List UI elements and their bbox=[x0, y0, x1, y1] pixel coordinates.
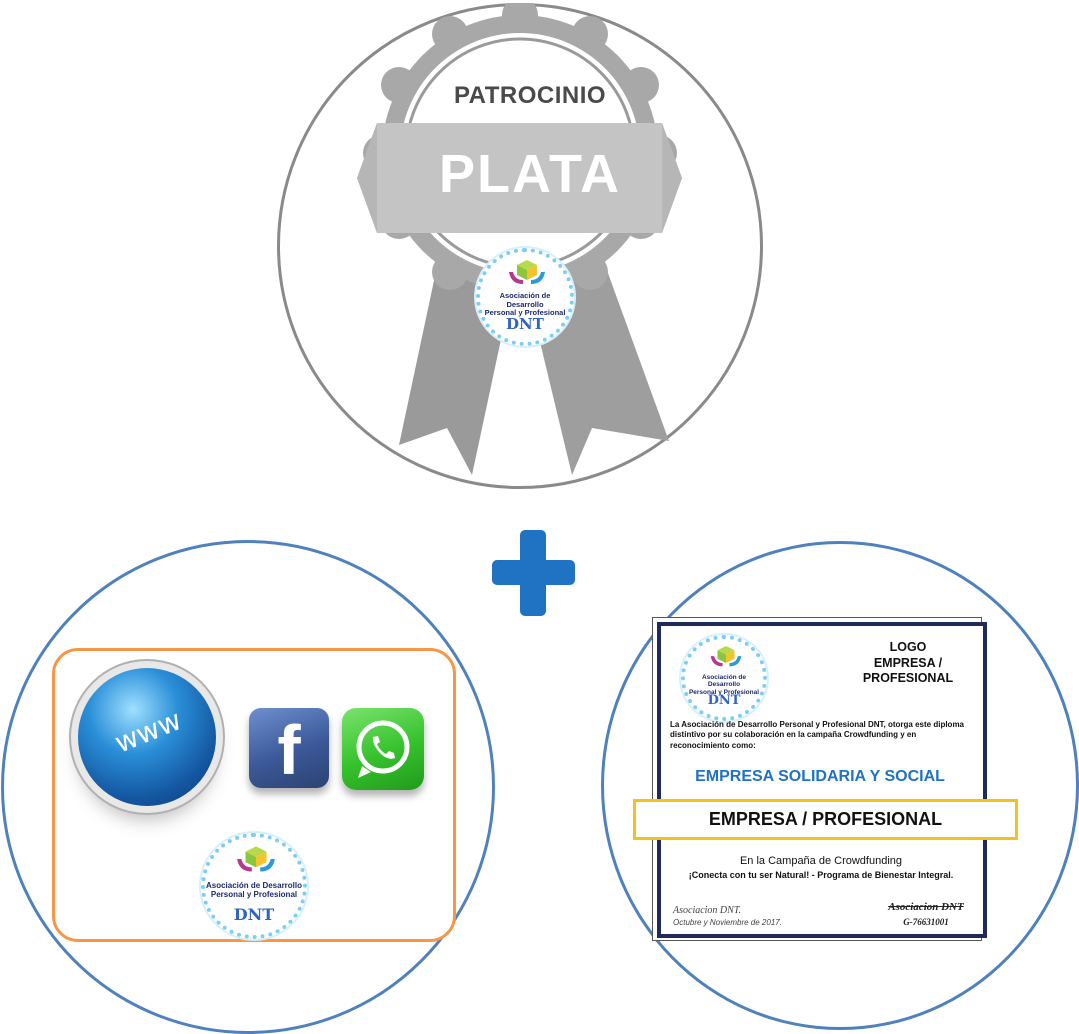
hands-holding-cube-icon bbox=[509, 260, 545, 284]
hands-holding-cube-icon bbox=[710, 645, 742, 667]
recipient-box bbox=[633, 799, 1018, 840]
logo-org-line2: Personal y Profesional bbox=[210, 890, 298, 900]
dnt-logo-social: Asociación de Desarrollo Personal y Prof… bbox=[201, 833, 307, 939]
silver-ribbon-badge bbox=[357, 3, 682, 475]
diploma-date: Octubre y Noviembre de 2017. bbox=[673, 918, 782, 927]
badge-title: PATROCINIO bbox=[453, 82, 607, 109]
logo-label-line1: LOGO bbox=[889, 640, 927, 654]
facebook-icon bbox=[249, 708, 329, 788]
logo-org-line1: Asociación de Desarrollo bbox=[205, 881, 303, 890]
whatsapp-icon bbox=[342, 708, 424, 790]
stamp-name: Asociacion DNT bbox=[888, 901, 964, 913]
company-logo-placeholder: LOGO EMPRESA / PROFESIONAL bbox=[838, 640, 978, 687]
logo-org-short: DNT bbox=[707, 693, 741, 708]
diploma-body-text: La Asociación de Desarrollo Personal y P… bbox=[670, 720, 965, 750]
campaign-line: En la Campaña de Crowdfunding bbox=[739, 855, 903, 867]
level-banner bbox=[357, 123, 682, 233]
program-line: ¡Conecta con tu ser Natural! - Programa … bbox=[688, 870, 954, 880]
logo-org-short: DNT bbox=[506, 315, 544, 333]
badge-level: PLATA bbox=[439, 144, 621, 204]
dnt-logo-badge: Asociación de Desarrollo Personal y Prof… bbox=[476, 248, 574, 346]
diploma-heading: EMPRESA SOLIDARIA Y SOCIAL bbox=[695, 768, 945, 785]
www-globe-icon bbox=[78, 668, 216, 806]
plus-icon-bar bbox=[492, 560, 575, 585]
dnt-logo-diploma: Asociación de Desarrollo Personal y Prof… bbox=[681, 635, 767, 721]
logo-org-line1: Asociación de Desarrollo bbox=[701, 674, 747, 689]
logo-org-short: DNT bbox=[233, 905, 275, 924]
logo-org-line2: Personal y Profesional bbox=[484, 308, 566, 318]
logo-label-line3: PROFESIONAL bbox=[862, 671, 954, 686]
hands-holding-cube-icon bbox=[237, 846, 275, 872]
recipient-name: EMPRESA / PROFESIONAL bbox=[708, 809, 943, 829]
logo-org-line2: Personal y Profesional bbox=[688, 688, 760, 696]
facebook-letter: f bbox=[277, 711, 301, 789]
org-signature: Asociacion DNT. bbox=[673, 905, 742, 916]
logo-label-line2: EMPRESA / bbox=[873, 655, 943, 670]
logo-org-line1: Asociación de Desarrollo bbox=[499, 291, 551, 309]
stamp-number: G-76631001 bbox=[903, 917, 949, 927]
